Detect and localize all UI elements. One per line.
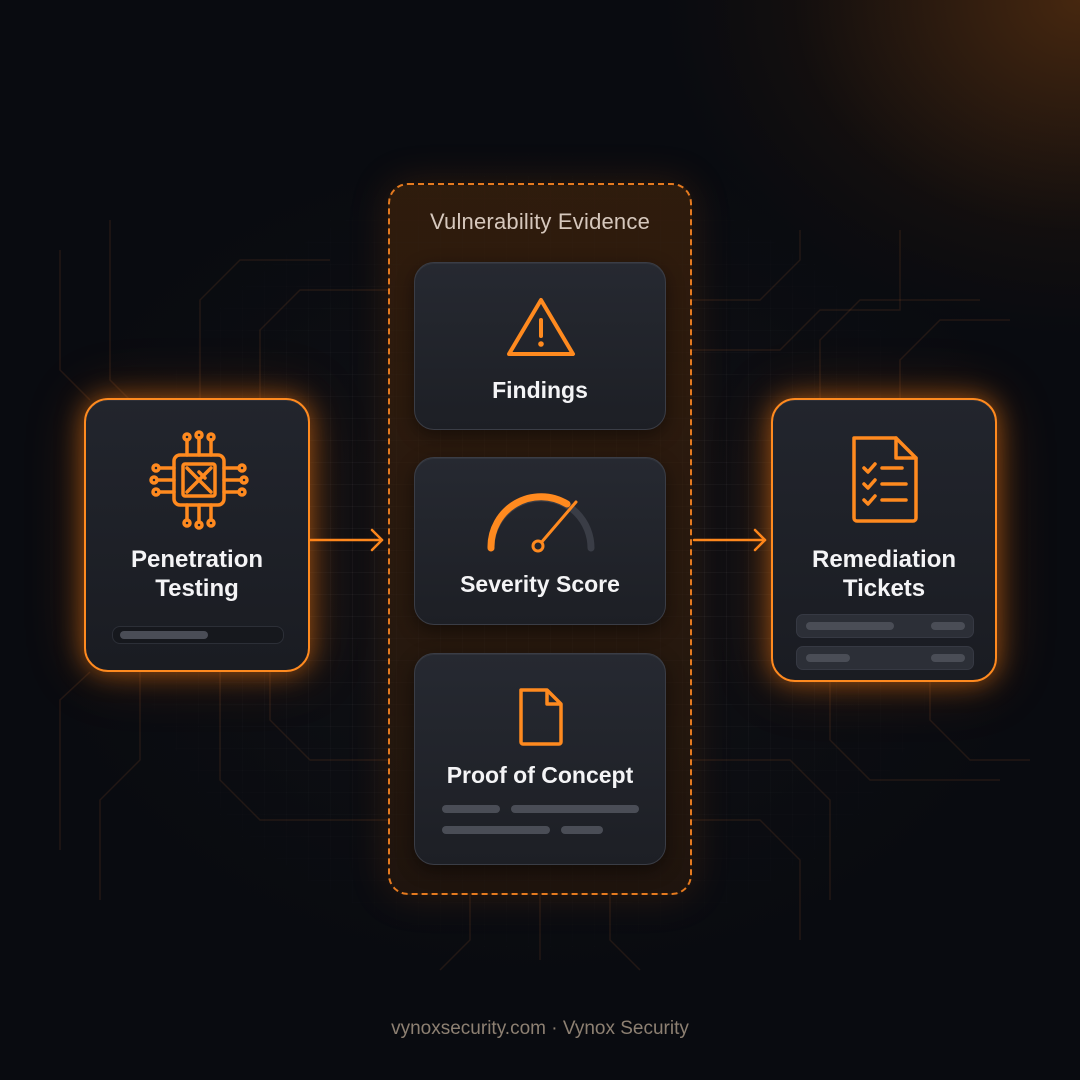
warning-triangle-icon: [507, 298, 575, 356]
proof-of-concept-card[interactable]: Proof of Concept: [414, 653, 666, 865]
checklist-document-icon: [852, 436, 918, 523]
text-placeholder-bar: [511, 805, 639, 813]
ticket-row: [796, 614, 974, 638]
ticket-row: [796, 646, 974, 670]
text-placeholder-bar: [561, 826, 603, 834]
severity-score-label: Severity Score: [460, 571, 620, 597]
severity-score-card[interactable]: Severity Score: [414, 457, 666, 625]
footer-credit: vynoxsecurity.com · Vynox Security: [391, 1018, 689, 1039]
circuit-chip-icon: [149, 430, 249, 530]
penetration-testing-label: Penetration Testing: [130, 546, 264, 602]
evidence-group-title: Vulnerability Evidence: [429, 209, 651, 234]
findings-label: Findings: [492, 377, 588, 403]
text-placeholder-bar: [442, 805, 500, 813]
text-placeholder-bar: [806, 654, 850, 662]
text-placeholder-bar: [442, 826, 550, 834]
text-placeholder-bar: [806, 622, 894, 630]
text-placeholder-bar: [931, 654, 965, 662]
remediation-tickets-label: Remediation Tickets: [811, 546, 957, 602]
progress-track: [112, 626, 284, 644]
findings-card[interactable]: Findings: [414, 262, 666, 430]
proof-of-concept-label: Proof of Concept: [446, 762, 634, 788]
remediation-tickets-card[interactable]: Remediation Tickets: [771, 398, 997, 682]
document-icon: [519, 688, 563, 746]
penetration-testing-card[interactable]: Penetration Testing: [84, 398, 310, 672]
progress-fill: [120, 631, 208, 639]
text-placeholder-bar: [931, 622, 965, 630]
gauge-icon: [487, 493, 595, 553]
